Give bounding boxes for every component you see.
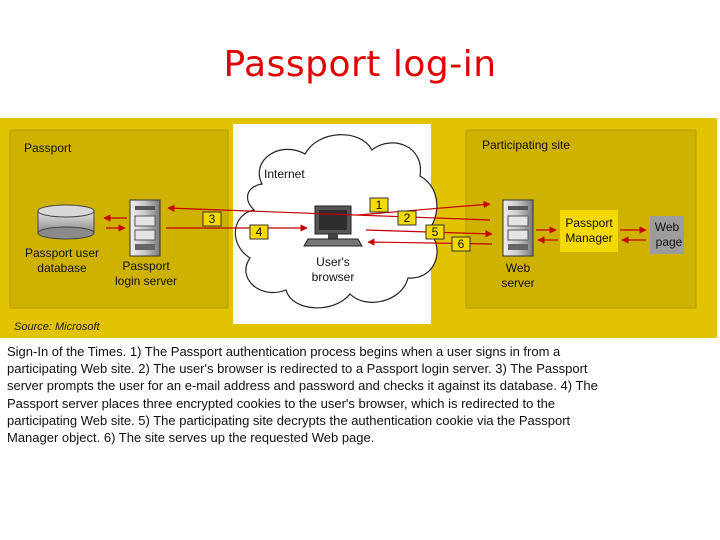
diagram-figure: Passport Participating site Internet Sou…	[0, 118, 717, 338]
web-server-label-line1: Web	[506, 261, 531, 275]
arrow-step-1	[357, 200, 491, 216]
user-db-label-line2: database	[37, 261, 87, 275]
slide-title: Passport log-in	[223, 44, 497, 85]
figure-caption: Sign-In of the Times. 1) The Passport au…	[7, 343, 697, 446]
web-server-label-line2: server	[501, 276, 534, 290]
svg-text:2: 2	[404, 211, 411, 225]
step-badge-5: 5	[425, 224, 445, 240]
passport-login-diagram: Passport Participating site Internet Sou…	[9, 124, 697, 333]
caption-line: server prompts the user for an e-mail ad…	[7, 378, 598, 394]
arrow-step-2	[167, 204, 491, 221]
web-page-label-line2: page	[656, 235, 683, 249]
login-server-icon	[129, 199, 161, 257]
passport-panel-title: Passport	[24, 141, 72, 155]
caption-line: participating Web site. 5) The participa…	[7, 412, 571, 428]
step-badge-1: 1	[369, 197, 389, 213]
svg-text:1: 1	[376, 198, 383, 212]
step-badge-2: 2	[397, 210, 417, 226]
svg-text:6: 6	[458, 237, 465, 251]
passport-manager-box	[560, 210, 618, 252]
login-server-label-line2: login server	[115, 274, 177, 288]
step-badge-3: 3	[202, 211, 222, 227]
caption-line: participating Web site. 2) The user's br…	[7, 361, 588, 377]
computer-icon	[303, 205, 363, 247]
web-server-icon	[502, 199, 534, 257]
web-page-box	[650, 216, 684, 254]
svg-text:3: 3	[209, 212, 216, 226]
database-icon	[37, 204, 95, 240]
arrow-step-6	[367, 238, 493, 246]
browser-label-line1: User's	[316, 255, 350, 269]
step-badge-4: 4	[249, 224, 269, 240]
source-note: Source: Microsoft	[14, 321, 101, 333]
svg-text:4: 4	[256, 225, 263, 239]
caption-line: Manager object. 6) The site serves up th…	[7, 430, 375, 446]
browser-label-line2: browser	[312, 270, 355, 284]
passport-manager-label-line2: Manager	[565, 231, 612, 245]
web-page-label-line1: Web	[655, 220, 680, 234]
step-badge-6: 6	[451, 236, 471, 252]
participating-panel-title: Participating site	[482, 138, 570, 152]
login-server-label-line1: Passport	[122, 259, 170, 273]
user-db-label-line1: Passport user	[25, 246, 99, 260]
caption-line: Sign-In of the Times. 1) The Passport au…	[7, 344, 561, 359]
caption-line: Passport server places three encrypted c…	[7, 395, 556, 411]
svg-text:5: 5	[432, 225, 439, 239]
passport-manager-label-line1: Passport	[565, 216, 613, 230]
internet-label: Internet	[264, 167, 305, 181]
